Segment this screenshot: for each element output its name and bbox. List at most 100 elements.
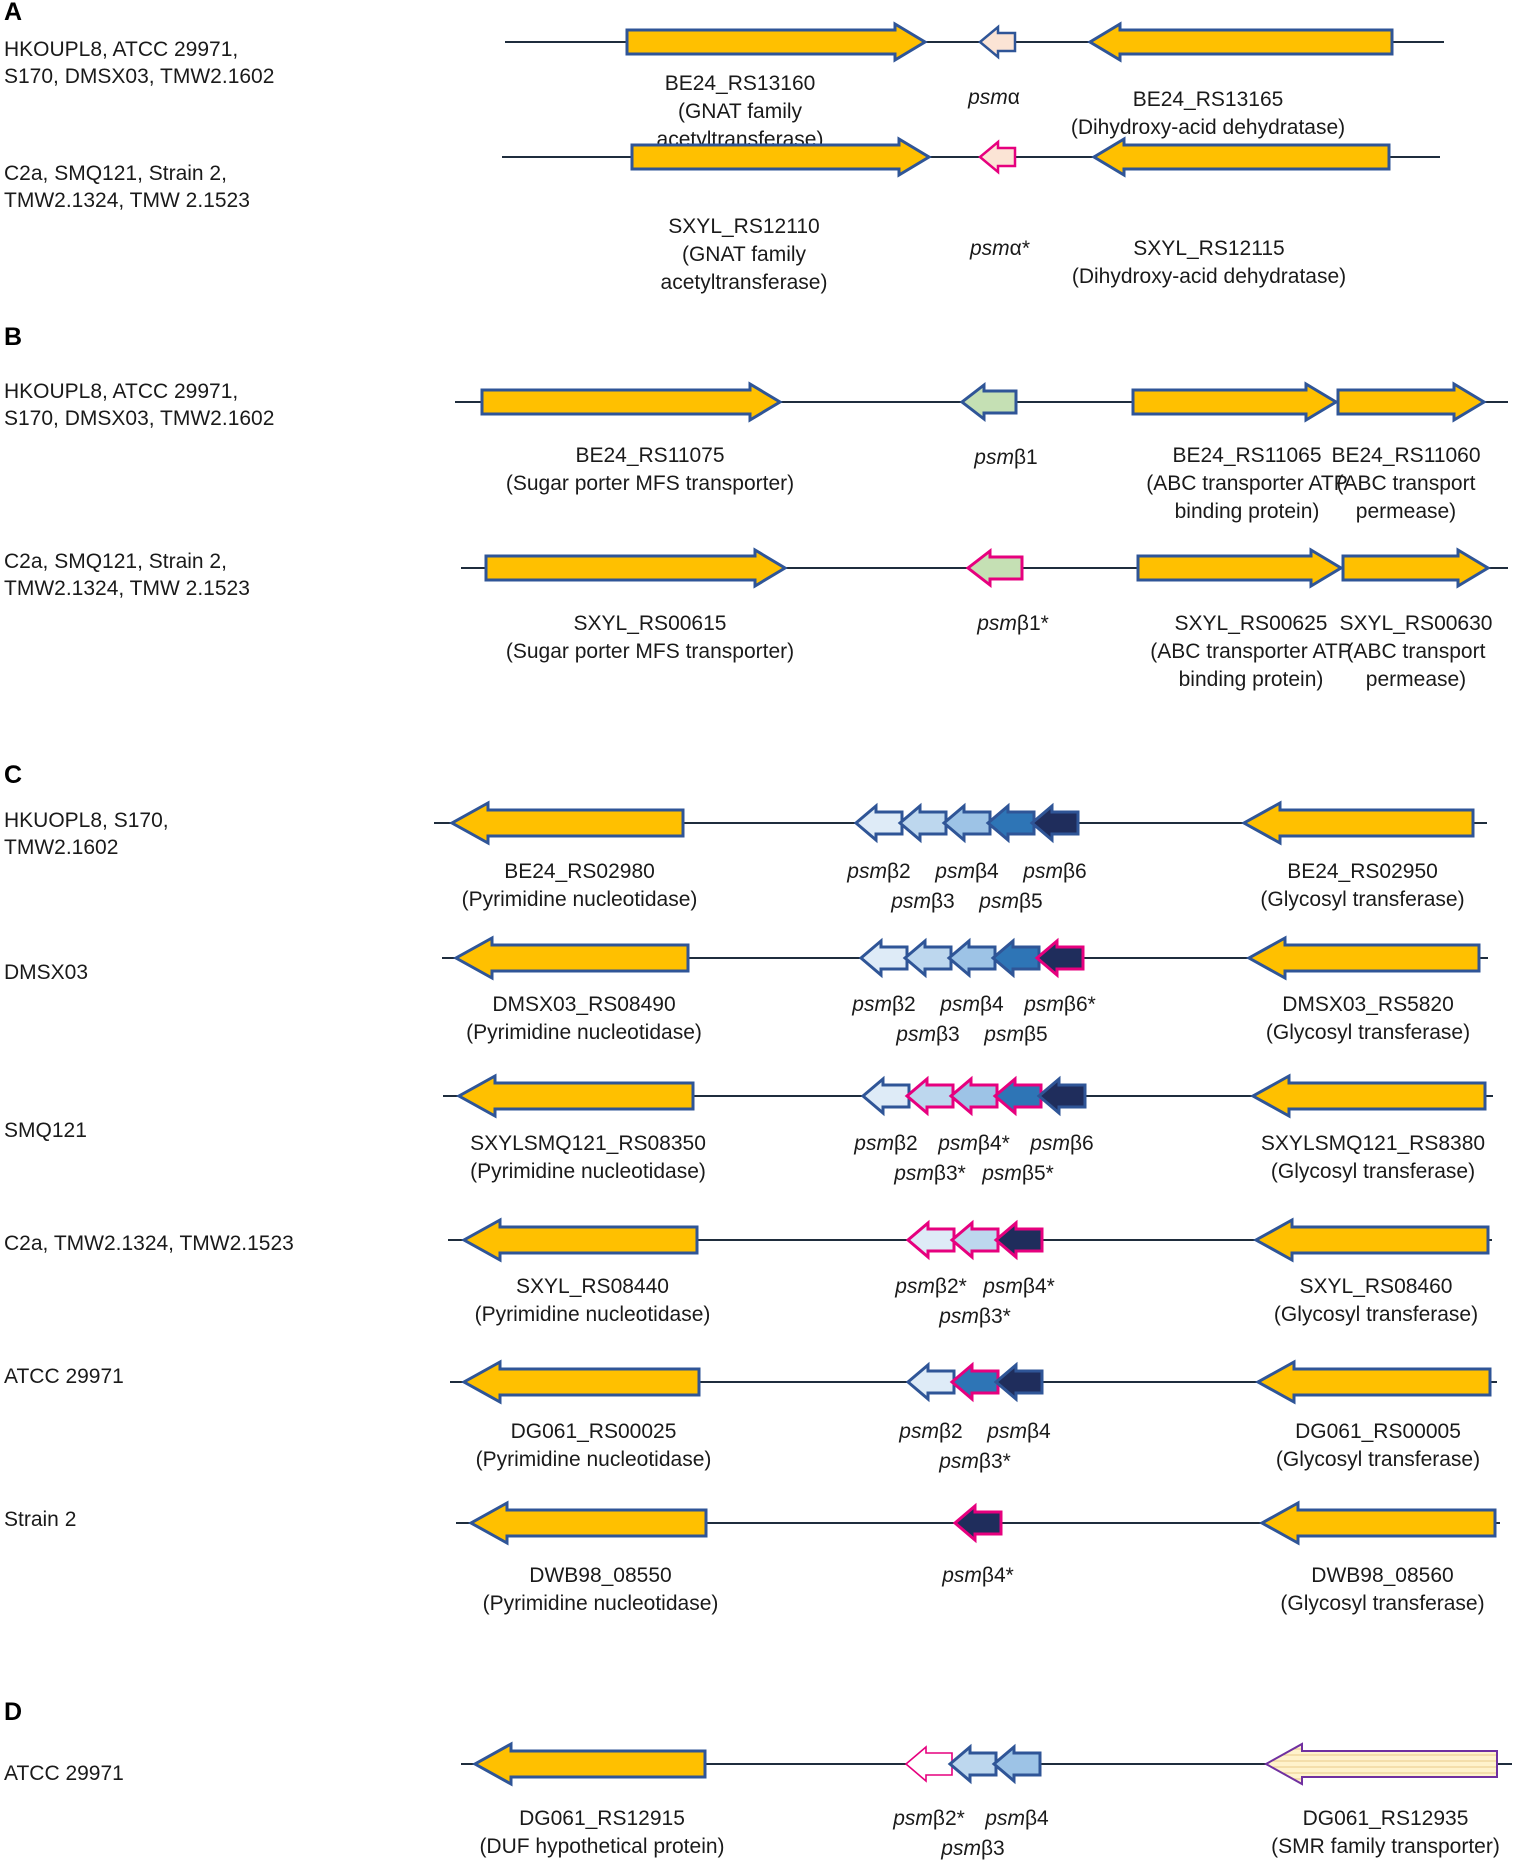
panel-c-row-2-psm-arrow-3 xyxy=(946,937,997,979)
panel-c-row-2-strain-line-1: DMSX03 xyxy=(4,961,88,984)
panel-d-row-1-right-gene-label-line-2: (SMR family transporter) xyxy=(1271,1835,1500,1858)
panel-a-row-1-strain-line-1: HKOUPL8, ATCC 29971, xyxy=(4,38,238,61)
panel-c-row-3-left-gene-label-line-1: SXYLSMQ121_RS08350 xyxy=(470,1132,706,1155)
panel-b-row-1-gene-label-4-line-3: permease) xyxy=(1356,500,1456,523)
panel-letter-a: A xyxy=(4,0,22,26)
panel-d-row-1-psm-label-2: psmβ3 xyxy=(940,1837,1004,1860)
panel-c-row-4-strain-line-1: C2a, TMW2.1324, TMW2.1523 xyxy=(4,1232,294,1255)
panel-a-row-2-gene-arrow-3 xyxy=(1091,136,1391,178)
panel-c-row-6-right-gene-arrow xyxy=(1258,1500,1497,1546)
panel-c-row-6-left-gene-arrow xyxy=(467,1500,708,1546)
panel-c-row-1-psm-arrow-4 xyxy=(985,802,1036,844)
panel-c-row-3-psm-label-2: psmβ3* xyxy=(893,1162,966,1185)
panel-b-row-2-gene-label-3-line-2: (ABC transporter ATP xyxy=(1150,640,1352,663)
panel-a-row-2-gene-label-1-line-3: acetyltransferase) xyxy=(661,271,828,294)
panel-c-row-3-psm-arrow-1 xyxy=(860,1075,911,1117)
panel-b-row-2-gene-label-1-line-2: (Sugar porter MFS transporter) xyxy=(506,640,794,663)
panel-b-row-1-gene-label-3-line-1: BE24_RS11065 xyxy=(1172,444,1321,467)
panel-c-row-4-psm-label-2: psmβ3* xyxy=(938,1305,1011,1328)
panel-c-row-1-strain-line-1: HKUOPL8, S170, xyxy=(4,809,169,832)
panel-c-row-5-psm-label-3: psmβ4 xyxy=(986,1420,1051,1443)
panel-a-row-2-gene-arrow-1 xyxy=(630,136,932,178)
panel-c-row-3-left-gene-label-line-2: (Pyrimidine nucleotidase) xyxy=(470,1160,706,1183)
panel-b-row-1-gene-arrow-3 xyxy=(1131,381,1339,423)
panel-d-row-1-psm-label-3: psmβ4 xyxy=(984,1807,1049,1830)
panel-b-row-2-gene-arrow-2 xyxy=(965,547,1024,589)
panel-c-row-4-psm-arrow-1 xyxy=(905,1219,956,1261)
panel-b-row-1-gene-label-1-line-2: (Sugar porter MFS transporter) xyxy=(506,472,794,495)
panel-b-row-2-gene-arrow-4 xyxy=(1341,547,1491,589)
panel-c-row-2-left-gene-label-line-2: (Pyrimidine nucleotidase) xyxy=(466,1021,702,1044)
panel-c-row-5-psm-label-1: psmβ2 xyxy=(898,1420,962,1443)
panel-d-row-1-psm-label-1: psmβ2* xyxy=(892,1807,965,1830)
panel-c-row-6-left-gene-label-line-1: DWB98_08550 xyxy=(529,1564,671,1587)
panel-c-row-1-psm-arrow-3 xyxy=(941,802,992,844)
panel-b-row-2-gene-label-4-line-3: permease) xyxy=(1366,668,1466,691)
panel-c-row-2-psm-label-1: psmβ2 xyxy=(851,993,915,1016)
panel-b-row-2-gene-label-3-line-3: binding protein) xyxy=(1179,668,1324,691)
panel-a-row-1-gene-label-3-line-2: (Dihydroxy-acid dehydratase) xyxy=(1071,116,1345,139)
panel-c-row-5-left-gene-label-line-1: DG061_RS00025 xyxy=(511,1420,677,1443)
panel-c-row-3-strain-line-1: SMQ121 xyxy=(4,1119,87,1142)
panel-c-row-4-psm-arrow-2 xyxy=(949,1219,1000,1261)
panel-c-row-3-psm-label-3: psmβ4* xyxy=(937,1132,1010,1155)
panel-c-row-2-psm-label-5: psmβ6* xyxy=(1023,993,1096,1016)
panel-b-row-1-strain-line-2: S170, DMSX03, TMW2.1602 xyxy=(4,407,274,430)
panel-b-row-1-gene-label-4-line-2: (ABC transport xyxy=(1337,472,1476,495)
panel-c-row-1-psm-arrow-1 xyxy=(853,802,904,844)
panel-b-row-1-gene-label-3-line-2: (ABC transporter ATP xyxy=(1146,472,1348,495)
panel-c-row-2-psm-label-2: psmβ3 xyxy=(895,1023,959,1046)
panel-c-row-3-right-gene-label-line-1: SXYLSMQ121_RS8380 xyxy=(1261,1132,1485,1155)
panel-b-row-2-gene-label-4-line-2: (ABC transport xyxy=(1347,640,1486,663)
panel-b-row-2-strain-line-1: C2a, SMQ121, Strain 2, xyxy=(4,550,227,573)
panel-c-row-1-right-gene-arrow xyxy=(1240,800,1475,846)
panel-d-row-1-right-gene-label-line-1: DG061_RS12935 xyxy=(1303,1807,1469,1830)
panel-c-row-2-psm-arrow-4 xyxy=(990,937,1041,979)
panel-b-row-1-gene-arrow-4 xyxy=(1336,381,1487,423)
panel-c-row-1-left-gene-arrow xyxy=(448,800,685,846)
panel-d-row-1-strain-line-1: ATCC 29971 xyxy=(4,1762,124,1785)
panel-a-row-2-gene-label-1-line-2: (GNAT family xyxy=(682,243,807,266)
panel-c-row-5-psm-arrow-2 xyxy=(949,1361,1000,1403)
panel-c-row-1-left-gene-label-line-2: (Pyrimidine nucleotidase) xyxy=(462,888,698,911)
panel-c-row-5-strain-line-1: ATCC 29971 xyxy=(4,1365,124,1388)
panel-c-row-1-right-gene-label-line-2: (Glycosyl transferase) xyxy=(1260,888,1464,911)
panel-c-row-4-right-gene-label-line-2: (Glycosyl transferase) xyxy=(1274,1303,1478,1326)
panel-b-row-1-strain-line-1: HKOUPL8, ATCC 29971, xyxy=(4,380,238,403)
panel-d-row-1-psm-arrow-2 xyxy=(947,1743,998,1785)
panel-c-row-4-right-gene-label-line-1: SXYL_RS08460 xyxy=(1300,1275,1453,1298)
panel-b-row-2-strain-line-2: TMW2.1324, TMW 2.1523 xyxy=(4,577,250,600)
panel-a-row-1-gene-label-3-line-1: BE24_RS13165 xyxy=(1133,88,1284,111)
panel-c-row-3-right-gene-arrow xyxy=(1249,1073,1487,1119)
panel-c-row-5-left-gene-arrow xyxy=(460,1359,701,1405)
panel-c-row-1-psm-label-1: psmβ2 xyxy=(846,860,910,883)
panel-c-row-4-left-gene-arrow xyxy=(460,1217,699,1263)
panel-c-row-5-psm-arrow-3 xyxy=(993,1361,1044,1403)
panel-c-row-3-psm-label-1: psmβ2 xyxy=(853,1132,917,1155)
panel-a-row-1-strain-line-2: S170, DMSX03, TMW2.1602 xyxy=(4,65,274,88)
panel-a-row-1-gene-arrow-1 xyxy=(625,21,928,63)
panel-b-row-2-gene-label-3-line-1: SXYL_RS00625 xyxy=(1175,612,1328,635)
panel-c-row-2-psm-label-3: psmβ4 xyxy=(939,993,1004,1016)
panel-c-row-6-psm-arrow-1 xyxy=(952,1502,1003,1544)
panel-d-row-1-left-gene-label-line-1: DG061_RS12915 xyxy=(519,1807,685,1830)
panel-c-row-3-psm-arrow-3 xyxy=(948,1075,999,1117)
panel-c-row-5-right-gene-label-line-2: (Glycosyl transferase) xyxy=(1276,1448,1480,1471)
panel-c-row-2-right-gene-arrow xyxy=(1245,935,1481,981)
panel-a-row-2-psm-label: psmα* xyxy=(969,237,1030,260)
panel-c-row-2-psm-arrow-1 xyxy=(858,937,909,979)
panel-c-row-6-left-gene-label-line-2: (Pyrimidine nucleotidase) xyxy=(483,1592,719,1615)
panel-c-row-2-right-gene-label-line-2: (Glycosyl transferase) xyxy=(1266,1021,1470,1044)
panel-b-row-1-psm-label: psmβ1 xyxy=(973,446,1037,469)
panel-a-row-2-gene-label-1-line-1: SXYL_RS12110 xyxy=(668,215,819,238)
panel-c-row-3-right-gene-label-line-2: (Glycosyl transferase) xyxy=(1271,1160,1475,1183)
panel-c-row-1-psm-arrow-5 xyxy=(1029,802,1080,844)
panel-c-row-1-psm-arrow-2 xyxy=(897,802,948,844)
panel-c-row-1-psm-label-5: psmβ6 xyxy=(1022,860,1086,883)
panel-c-row-6-right-gene-label-line-1: DWB98_08560 xyxy=(1311,1564,1453,1587)
panel-a-row-1-psm-label: psmα xyxy=(967,86,1020,109)
panel-a-row-2-gene-arrow-2 xyxy=(978,139,1017,175)
panel-c-row-3-psm-arrow-4 xyxy=(992,1075,1043,1117)
panel-c-row-4-left-gene-label-line-1: SXYL_RS08440 xyxy=(516,1275,669,1298)
